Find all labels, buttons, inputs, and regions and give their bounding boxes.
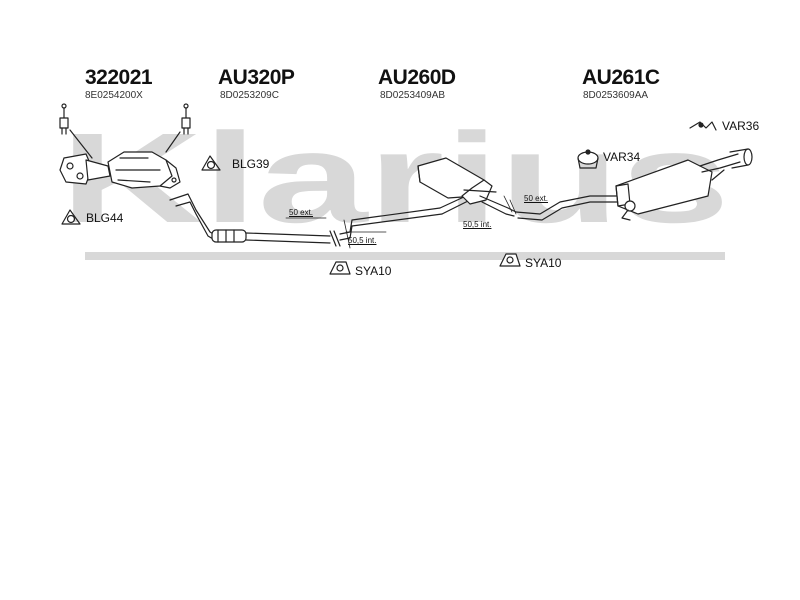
catalytic-converter-icon bbox=[59, 151, 181, 189]
part-code-4: AU261C bbox=[582, 66, 660, 89]
accessory-label-sya10-a: SYA10 bbox=[355, 264, 392, 278]
lambda-sensor-icon bbox=[59, 103, 69, 135]
accessory-label-blg44: BLG44 bbox=[86, 211, 124, 225]
dimension-label-1: 50 ext. bbox=[289, 208, 314, 217]
accessory-label-var34: VAR34 bbox=[603, 150, 641, 164]
klarius-watermark: Klarius bbox=[60, 118, 730, 260]
part-code-2: AU320P bbox=[218, 66, 295, 89]
bracket-icon bbox=[689, 121, 717, 131]
accessory-label-sya10-b: SYA10 bbox=[525, 256, 562, 270]
rear-silencer-icon bbox=[515, 148, 753, 221]
dimension-label-3: 50 ext. bbox=[524, 194, 549, 203]
oem-number-4: 8D0253609AA bbox=[583, 90, 649, 101]
watermark-text: Klarius bbox=[60, 118, 730, 250]
dimension-label-2: 50,5 int. bbox=[348, 236, 377, 245]
watermark-bar bbox=[85, 252, 725, 260]
oem-number-1: 8E0254200X bbox=[85, 90, 143, 101]
gasket-icon bbox=[61, 209, 81, 225]
accessory-label-blg39: BLG39 bbox=[232, 157, 270, 171]
oem-number-2: 8D0253209C bbox=[220, 90, 279, 101]
oem-number-3: 8D0253409AB bbox=[380, 90, 446, 101]
gasket-icon bbox=[201, 155, 221, 171]
dimension-label-4: 50,5 int. bbox=[463, 220, 492, 229]
centre-silencer-icon bbox=[339, 157, 517, 249]
front-pipe-icon bbox=[169, 193, 341, 247]
accessory-label-var36: VAR36 bbox=[722, 119, 760, 133]
part-code-3: AU260D bbox=[378, 66, 456, 89]
clamp-icon bbox=[577, 149, 599, 169]
part-code-1: 322021 bbox=[85, 66, 153, 89]
mounting-rubber-icon bbox=[329, 261, 351, 275]
mounting-rubber-icon bbox=[499, 253, 521, 267]
lambda-sensor-icon bbox=[181, 103, 191, 135]
